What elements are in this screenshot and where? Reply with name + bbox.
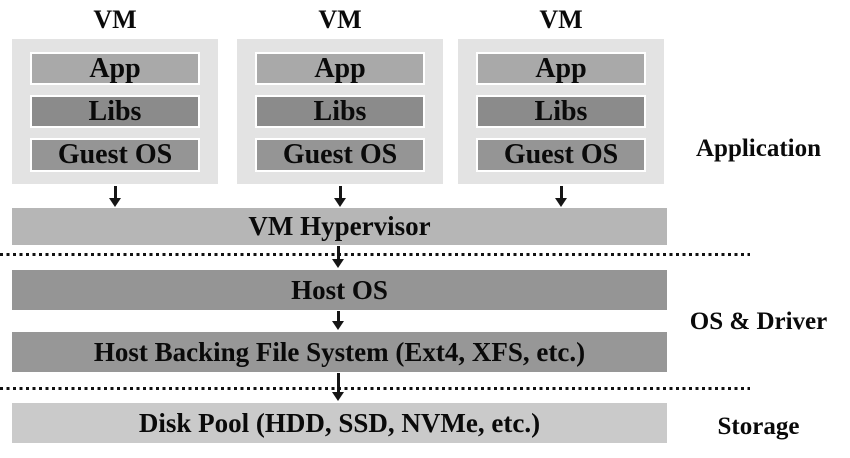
vm3-guestos-layer: Guest OS bbox=[476, 138, 646, 172]
host-backing-fs-bar: Host Backing File System (Ext4, XFS, etc… bbox=[12, 332, 667, 372]
section-label-os-driver: OS & Driver bbox=[689, 308, 828, 335]
vm1-guestos-layer: Guest OS bbox=[30, 138, 200, 172]
vm2-app-layer: App bbox=[255, 52, 425, 85]
vm2-title: VM bbox=[318, 5, 362, 34]
backingfs-to-diskpool-arrow-icon bbox=[336, 373, 340, 392]
os-storage-separator bbox=[0, 387, 750, 390]
vm3-app-layer: App bbox=[476, 52, 646, 85]
vm3-libs-layer: Libs bbox=[476, 95, 646, 128]
host-os-bar: Host OS bbox=[12, 270, 667, 310]
application-os-separator bbox=[0, 253, 750, 256]
hypervisor-to-hostos-arrow-icon bbox=[336, 246, 340, 259]
vm1-app-layer: App bbox=[30, 52, 200, 85]
vm3-title: VM bbox=[539, 5, 583, 34]
vm1-box: App Libs Guest OS bbox=[12, 39, 218, 184]
disk-pool-bar: Disk Pool (HDD, SSD, NVMe, etc.) bbox=[12, 403, 667, 443]
vm2-libs-layer: Libs bbox=[255, 95, 425, 128]
hostos-to-backingfs-arrow-icon bbox=[336, 311, 340, 321]
vm1-libs-layer: Libs bbox=[30, 95, 200, 128]
vm2-box: App Libs Guest OS bbox=[237, 39, 443, 184]
vm2-down-arrow-icon bbox=[338, 186, 342, 198]
vm1-title: VM bbox=[93, 5, 137, 34]
section-label-application: Application bbox=[695, 135, 822, 162]
vm2-guestos-layer: Guest OS bbox=[255, 138, 425, 172]
vm1-down-arrow-icon bbox=[113, 186, 117, 198]
vm3-box: App Libs Guest OS bbox=[458, 39, 664, 184]
section-label-storage: Storage bbox=[717, 413, 800, 440]
vm-hypervisor-bar: VM Hypervisor bbox=[12, 208, 667, 245]
vm3-down-arrow-icon bbox=[559, 186, 563, 198]
